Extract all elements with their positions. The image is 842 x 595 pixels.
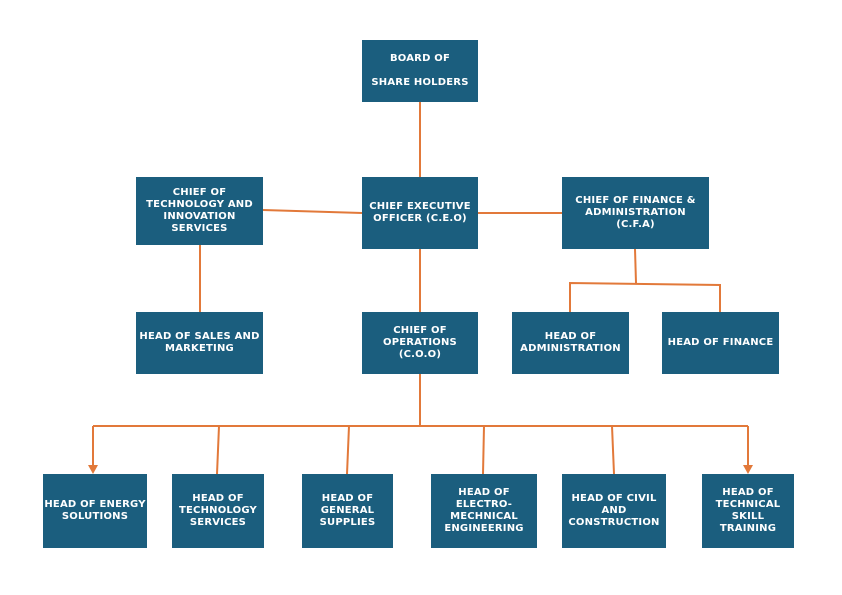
box-text-line: BOARD OF — [389, 53, 450, 64]
box-text-line: HEAD OF — [722, 487, 774, 498]
box-text-line: HEAD OF — [458, 487, 510, 498]
box-text-line: HEAD OF ENERGY — [44, 499, 146, 510]
box-text-line: SERVICES — [189, 517, 247, 528]
box-text-line: TECHNOLOGY AND — [146, 199, 253, 210]
box-text-line: (C.O.O) — [398, 349, 442, 360]
box-text-line: TECHNOLOGY — [179, 505, 257, 516]
box-text-line: ELECTRO- — [455, 499, 513, 510]
box-text-line: CHIEF OF FINANCE & — [575, 195, 696, 206]
box-board-of-shareholders[interactable]: BOARD OF SHARE HOLDERS — [362, 40, 478, 102]
connector-cto-ceo — [262, 209, 363, 214]
box-text-line: MECHNICAL — [450, 511, 518, 522]
box-text-line: SERVICES — [171, 223, 228, 234]
box-text-line: OPERATIONS — [383, 337, 457, 348]
box-chief-of-finance[interactable]: CHIEF OF FINANCE &ADMINISTRATION(C.F.A) — [562, 177, 709, 249]
box-text-line: SUPPLIES — [319, 517, 376, 528]
connector-drop-techsvc — [216, 425, 220, 475]
box-text-line: SKILL — [731, 511, 765, 522]
connector-drop-supplies — [346, 425, 350, 475]
box-text-line: CHIEF EXECUTIVE — [369, 201, 471, 212]
box-text-line: TRAINING — [719, 523, 777, 534]
box-text-line: HEAD OF SALES AND — [139, 331, 260, 342]
arrowhead-energy — [88, 465, 98, 474]
box-text-line: OFFICER (C.E.O) — [373, 213, 467, 224]
box-text-line: HEAD OF — [544, 331, 597, 342]
box-text-line: ADMINISTRATION — [585, 207, 686, 218]
connector-cfa-bracket — [569, 281, 721, 312]
box-text-line: CHIEF OF — [393, 325, 447, 336]
box-text-line: CONSTRUCTION — [568, 517, 660, 528]
connector-drop-electro — [482, 425, 485, 475]
box-text-line: SOLUTIONS — [61, 511, 129, 522]
box-text-line: GENERAL — [320, 505, 375, 516]
box-text-line: MARKETING — [165, 343, 234, 354]
box-text-line: HEAD OF — [321, 493, 374, 504]
box-text-line: INNOVATION — [163, 211, 236, 222]
box-head-of-finance[interactable]: HEAD OF FINANCE — [662, 312, 779, 374]
box-text-line: (C.F.A) — [616, 219, 655, 230]
box-text-line: ADMINISTRATION — [520, 343, 621, 354]
box-text-line: ENGINEERING — [444, 523, 524, 534]
connector-cfa-stem — [634, 248, 637, 284]
box-text-line: HEAD OF — [192, 493, 244, 504]
arrowhead-skill — [743, 465, 753, 474]
box-text-line: HEAD OF FINANCE — [667, 337, 774, 348]
box-text-line: CHIEF OF — [172, 187, 227, 198]
connector-drop-civil — [611, 425, 615, 475]
box-text-line: AND — [601, 505, 627, 516]
box-text-line: TECHNICAL — [715, 499, 781, 510]
box-text-line: HEAD OF CIVIL — [571, 493, 657, 504]
box-text-line: SHARE HOLDERS — [371, 77, 469, 88]
